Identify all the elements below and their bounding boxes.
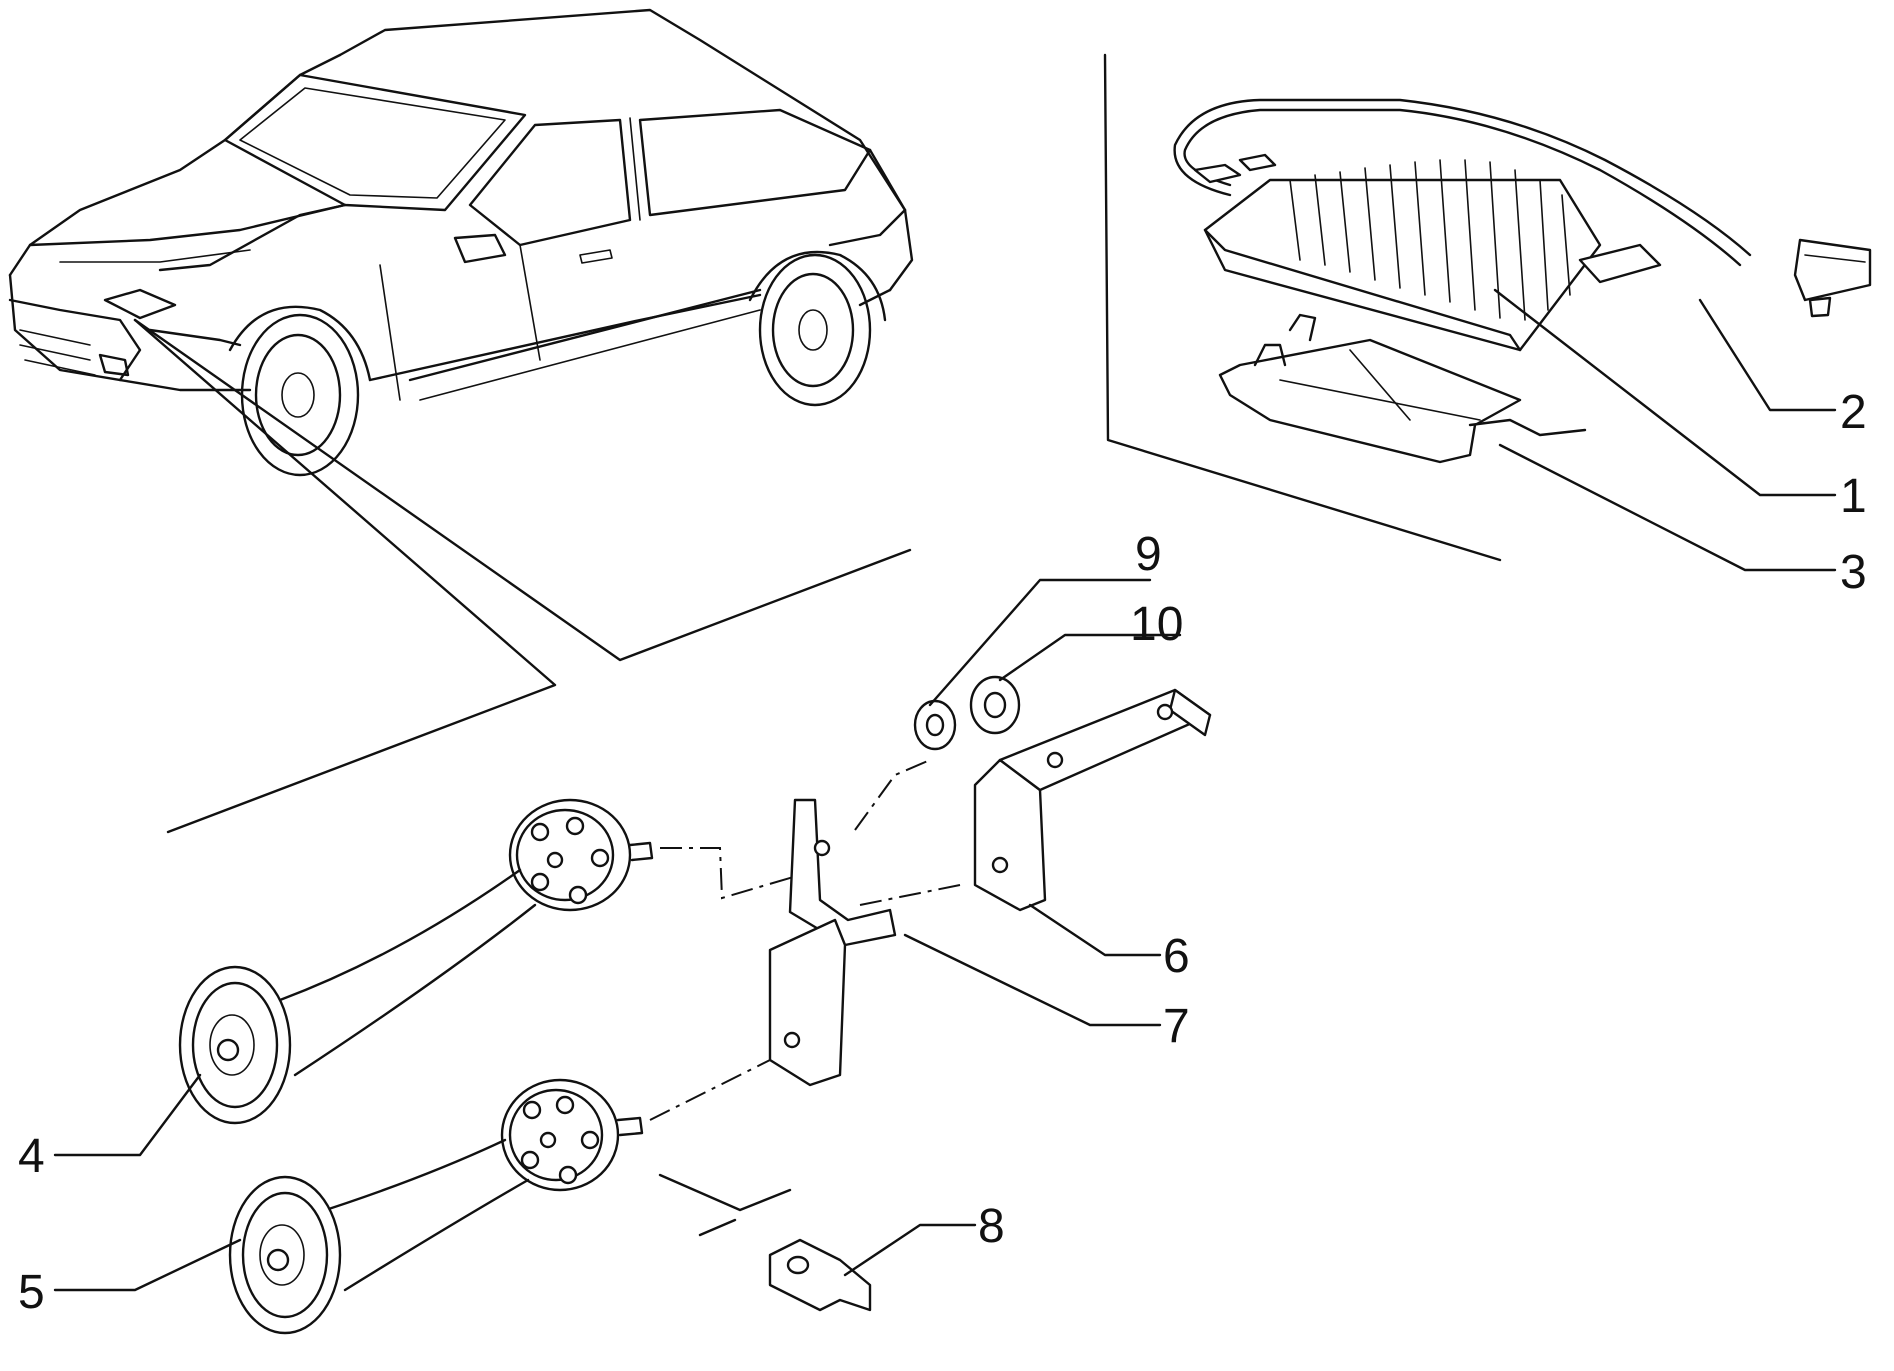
callout-7: 7 xyxy=(1163,1000,1190,1053)
callout-9: 9 xyxy=(1135,528,1162,581)
car-illustration xyxy=(8,8,914,834)
callout-3: 3 xyxy=(1840,546,1867,599)
callout-10: 10 xyxy=(1130,598,1183,651)
callout-5: 5 xyxy=(18,1266,45,1319)
bracket-6 xyxy=(973,688,1212,912)
callout-1: 1 xyxy=(1840,470,1867,523)
bracket-7 xyxy=(768,759,961,1087)
terminal-8 xyxy=(768,1238,872,1312)
callout-2: 2 xyxy=(1840,386,1867,439)
horn-lower xyxy=(228,1059,792,1335)
nut-10 xyxy=(969,675,1021,735)
callout-6: 6 xyxy=(1163,930,1190,983)
horn-upper xyxy=(178,798,801,1125)
callout-leaders xyxy=(53,578,1182,1292)
horn-control-unit xyxy=(1103,53,1872,572)
callout-8: 8 xyxy=(978,1200,1005,1253)
washer-9 xyxy=(913,699,957,751)
callout-4: 4 xyxy=(18,1130,45,1183)
